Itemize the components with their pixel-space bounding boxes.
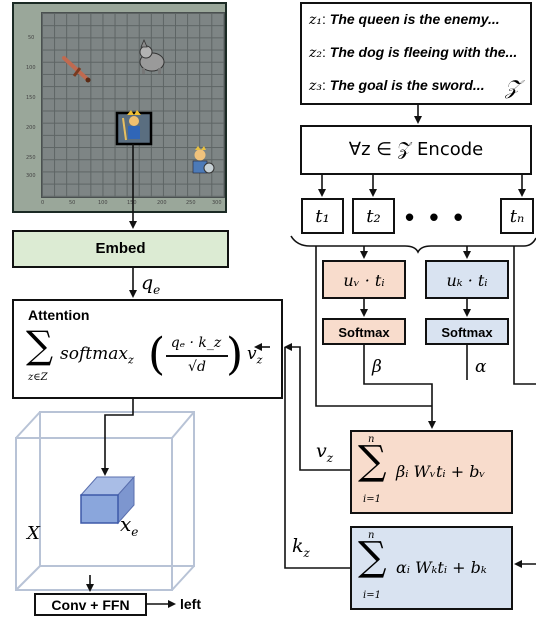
alpha-label: α bbox=[475, 357, 487, 377]
key-sum-box: n ∑ i=1 αᵢ Wₖtᵢ + bₖ bbox=[350, 526, 513, 610]
z2-line: z₂: The dog is fleeing with the... bbox=[309, 44, 518, 61]
beta-label: β bbox=[372, 357, 382, 377]
encode-label: ∀z ∈ 𝒵 Encode bbox=[348, 139, 484, 160]
key-sum-symbol: ∑ bbox=[358, 534, 387, 580]
uv-box: uᵥ · tᵢ bbox=[322, 260, 406, 299]
x-tick: 0 bbox=[41, 200, 45, 206]
attention-numerator: qₑ · k_z bbox=[170, 335, 222, 351]
tokens-to-key-sum-line bbox=[513, 246, 536, 385]
left-paren: ( bbox=[148, 329, 166, 380]
encode-box: ∀z ∈ 𝒵 Encode bbox=[300, 125, 532, 175]
vz-to-attention-arrow bbox=[284, 343, 350, 471]
uk-label: uₖ · tᵢ bbox=[446, 271, 488, 290]
kz-label: kz bbox=[292, 535, 310, 560]
dog-icon bbox=[139, 38, 165, 74]
z-set-label: 𝒵 bbox=[505, 75, 521, 99]
key-sum-n: n bbox=[368, 530, 375, 541]
t2-box: t₂ bbox=[352, 198, 395, 234]
right-paren: ) bbox=[226, 329, 244, 380]
attention-sum-index: z∈Z bbox=[28, 372, 48, 383]
qe-label: qe bbox=[141, 272, 161, 297]
value-sum-index: i=1 bbox=[363, 494, 381, 505]
uk-box: uₖ · tᵢ bbox=[425, 260, 509, 299]
attention-title: Attention bbox=[28, 307, 90, 323]
tn-box: tₙ bbox=[500, 198, 534, 234]
feature-volume bbox=[15, 411, 195, 591]
key-sum-index: i=1 bbox=[363, 590, 381, 601]
sum-symbol: ∑ bbox=[26, 323, 54, 367]
embed-box: Embed bbox=[12, 230, 229, 268]
left-output-label: left bbox=[180, 596, 201, 612]
tokens-to-value-sum-line bbox=[315, 246, 432, 407]
sword-icon bbox=[62, 56, 91, 83]
queen-icon bbox=[192, 146, 215, 174]
attention-denominator: √d bbox=[188, 359, 206, 375]
key-sum-body: αᵢ Wₖtᵢ + bₖ bbox=[396, 558, 487, 577]
attention-v: vz bbox=[247, 344, 263, 367]
fraction-bar bbox=[166, 355, 228, 357]
t1-label: t₁ bbox=[315, 206, 330, 227]
attention-to-cube-arrow bbox=[101, 399, 134, 476]
ellipsis-dots: • • • bbox=[405, 202, 467, 232]
y-tick: 150 bbox=[26, 95, 36, 101]
t1-box: t₁ bbox=[301, 198, 344, 234]
conv-ffn-box: Conv + FFN bbox=[34, 593, 147, 616]
value-sum-box: n ∑ i=1 βᵢ Wᵥtᵢ + bᵥ bbox=[350, 430, 513, 514]
value-sum-symbol: ∑ bbox=[358, 438, 387, 484]
value-sum-n: n bbox=[368, 434, 375, 445]
x-label: X bbox=[27, 523, 40, 544]
y-tick: 200 bbox=[26, 125, 36, 131]
tokens-brace bbox=[290, 235, 536, 254]
y-tick: 300 bbox=[26, 173, 36, 179]
x-tick: 150 bbox=[127, 200, 137, 206]
softmax-beta-label: Softmax bbox=[338, 325, 390, 340]
attention-softmax: softmaxz bbox=[60, 344, 134, 367]
value-sum-body: βᵢ Wᵥtᵢ + bᵥ bbox=[396, 462, 486, 481]
x-tick: 250 bbox=[186, 200, 196, 206]
uv-label: uᵥ · tᵢ bbox=[343, 271, 385, 290]
y-tick: 100 bbox=[26, 65, 36, 71]
x-tick: 200 bbox=[157, 200, 167, 206]
x-tick: 300 bbox=[212, 200, 222, 206]
t2-label: t₂ bbox=[366, 206, 381, 227]
agent-icon bbox=[115, 110, 153, 146]
embedding-cell bbox=[79, 475, 136, 525]
vz-label: vz bbox=[316, 440, 334, 465]
y-tick: 250 bbox=[26, 155, 36, 161]
y-tick: 50 bbox=[28, 35, 35, 41]
embed-label: Embed bbox=[95, 240, 146, 257]
x-tick: 100 bbox=[98, 200, 108, 206]
softmax-alpha-label: Softmax bbox=[441, 325, 493, 340]
instructions-box: z₁: The queen is the enemy... z₂: The do… bbox=[300, 2, 532, 105]
attention-box: Attention ∑ z∈Z softmaxz ( qₑ · k_z √d )… bbox=[12, 299, 283, 399]
z3-line: z₃: The goal is the sword... bbox=[309, 77, 485, 94]
tn-label: tₙ bbox=[509, 206, 525, 227]
z1-line: z₁: The queen is the enemy... bbox=[309, 11, 500, 28]
x-tick: 50 bbox=[69, 200, 76, 206]
softmax-alpha-box: Softmax bbox=[425, 318, 509, 345]
conv-ffn-label: Conv + FFN bbox=[51, 597, 130, 613]
xe-label: xe bbox=[120, 512, 139, 539]
softmax-beta-box: Softmax bbox=[322, 318, 406, 345]
kz-to-attention-line bbox=[284, 347, 350, 569]
beta-to-value-sum-arrow bbox=[363, 345, 436, 429]
